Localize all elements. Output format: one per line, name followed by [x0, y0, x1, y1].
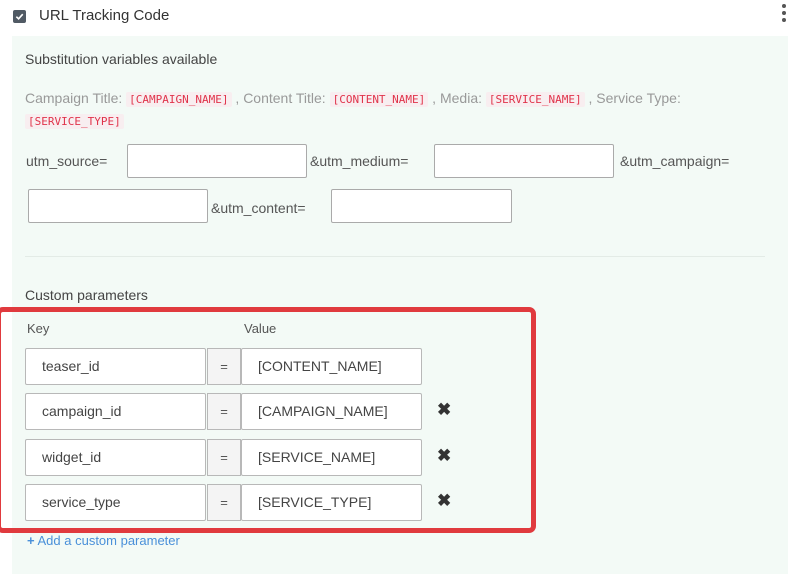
- var-sep: ,: [584, 90, 593, 106]
- delete-row-icon[interactable]: ✖: [437, 446, 452, 465]
- custom-parameters-title: Custom parameters: [25, 287, 148, 303]
- var-code: [SERVICE_TYPE]: [25, 114, 124, 129]
- add-custom-parameter-label: Add a custom parameter: [37, 533, 180, 548]
- param-key-input[interactable]: service_type: [25, 484, 206, 521]
- more-options-icon[interactable]: [781, 4, 787, 25]
- delete-row-icon[interactable]: ✖: [437, 491, 452, 510]
- utm-medium-input[interactable]: [434, 144, 614, 178]
- equals-sign: =: [207, 484, 241, 521]
- var-code: [CAMPAIGN_NAME]: [126, 92, 232, 107]
- equals-sign: =: [207, 439, 241, 476]
- substitution-title: Substitution variables available: [25, 51, 218, 67]
- value-column-header: Value: [244, 321, 277, 336]
- equals-sign: =: [207, 393, 241, 430]
- enable-tracking-checkbox[interactable]: [13, 10, 26, 23]
- utm-campaign-label: &utm_campaign=: [620, 153, 730, 169]
- section-header: URL Tracking Code: [0, 0, 792, 34]
- utm-campaign-input[interactable]: [28, 189, 208, 223]
- var-sep: ,: [428, 90, 437, 106]
- section-title: URL Tracking Code: [39, 7, 170, 24]
- param-value-input[interactable]: [CAMPAIGN_NAME]: [241, 393, 422, 430]
- var-code: [CONTENT_NAME]: [329, 92, 429, 107]
- param-key-input[interactable]: widget_id: [25, 439, 206, 476]
- equals-sign: =: [207, 348, 241, 385]
- add-custom-parameter-link[interactable]: + Add a custom parameter: [27, 533, 180, 548]
- plus-icon: +: [27, 533, 35, 548]
- param-key-input[interactable]: campaign_id: [25, 393, 206, 430]
- delete-row-icon[interactable]: ✖: [437, 400, 452, 419]
- var-label: Content Title:: [243, 90, 326, 106]
- utm-content-label: &utm_content=: [211, 200, 306, 216]
- utm-medium-label: &utm_medium=: [310, 153, 409, 169]
- var-label: Campaign Title:: [25, 90, 123, 106]
- param-value-input[interactable]: [SERVICE_TYPE]: [241, 484, 422, 521]
- param-value-input[interactable]: [SERVICE_NAME]: [241, 439, 422, 476]
- utm-content-input[interactable]: [331, 189, 512, 223]
- var-code: [SERVICE_NAME]: [485, 92, 585, 107]
- utm-source-label: utm_source=: [26, 153, 108, 169]
- key-column-header: Key: [27, 321, 50, 336]
- divider: [25, 256, 765, 257]
- utm-source-input[interactable]: [127, 144, 307, 178]
- param-value-input[interactable]: [CONTENT_NAME]: [241, 348, 422, 385]
- var-label: Media:: [439, 90, 482, 106]
- substitution-variables: Campaign Title: [CAMPAIGN_NAME] , Conten…: [25, 88, 775, 132]
- var-sep: ,: [231, 90, 240, 106]
- var-label: Service Type:: [596, 90, 681, 106]
- check-icon: [15, 13, 24, 21]
- param-key-input[interactable]: teaser_id: [25, 348, 206, 385]
